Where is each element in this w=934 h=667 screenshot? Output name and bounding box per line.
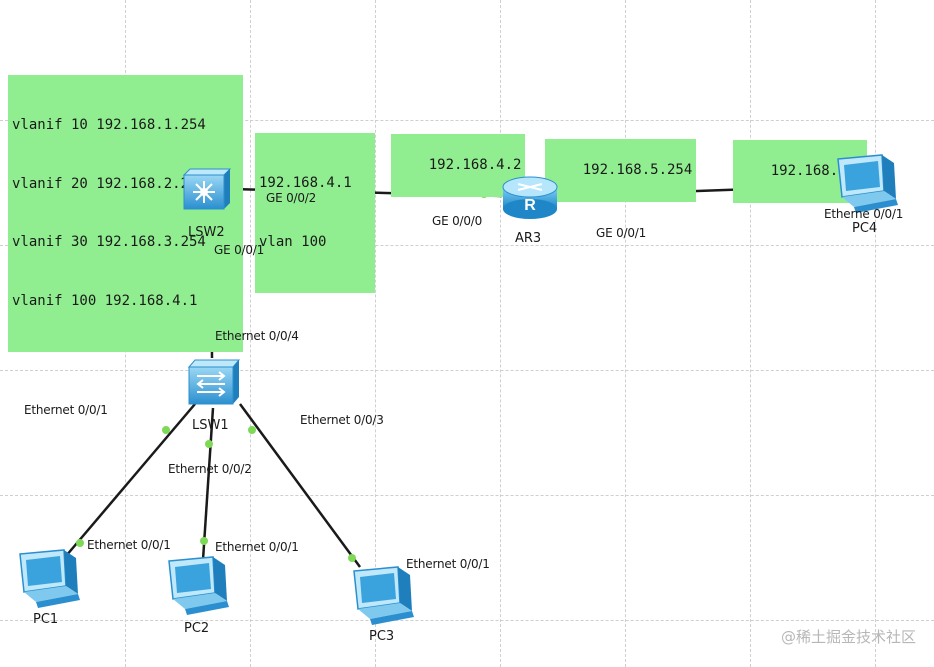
grid-line	[0, 245, 934, 246]
grid-line	[0, 120, 934, 121]
port-label-lsw2-ge002: GE 0/0/2	[266, 191, 317, 205]
layer3-switch-icon	[182, 168, 232, 210]
port-indicator	[76, 539, 84, 547]
lsw2-uplink-note: 192.168.4.1 vlan 100	[255, 133, 375, 293]
lsw1-label: LSW1	[192, 418, 229, 433]
port-indicator	[248, 426, 256, 434]
vlanif-line: vlanif 10 192.168.1.254	[12, 117, 206, 133]
pc-icon	[837, 154, 898, 213]
port-indicator	[205, 440, 213, 448]
ar3-label: AR3	[515, 231, 542, 246]
link-lsw1-pc1[interactable]	[65, 403, 196, 557]
port-label-lsw1-eth001: Ethernet 0/0/1	[24, 403, 108, 417]
pc3-label: PC3	[369, 629, 395, 644]
port-label-pc4-eth: Etherne 0/0/1	[824, 207, 904, 221]
vlanif-line: vlanif 100 192.168.4.1	[12, 292, 198, 309]
pc-icon	[353, 566, 414, 625]
port-label-ar3-ge001: GE 0/0/1	[596, 226, 647, 240]
grid-line	[0, 620, 934, 621]
grid-line	[625, 0, 626, 667]
ip-text: 192.168.5.254	[582, 161, 693, 178]
vlanif-line: vlanif 30 192.168.3.254	[12, 234, 206, 250]
pc1-label: PC1	[33, 612, 59, 627]
vlanif-config-note: vlanif 10 192.168.1.254 vlanif 20 192.16…	[8, 75, 243, 352]
svg-text:R: R	[524, 197, 536, 214]
pc-icon	[168, 556, 229, 615]
pc2-device[interactable]	[165, 555, 231, 617]
port-label-pc2-eth: Ethernet 0/0/1	[215, 540, 299, 554]
port-label-pc3-eth: Ethernet 0/0/1	[406, 557, 490, 571]
ar3-ge001-ip-note: 192.168.5.254	[545, 139, 697, 202]
port-label-lsw1-eth004: Ethernet 0/0/4	[215, 329, 299, 343]
port-indicator	[348, 554, 356, 562]
lsw2-label: LSW2	[188, 225, 225, 240]
router-icon: R	[502, 176, 558, 219]
grid-line	[0, 495, 934, 496]
pc1-device[interactable]	[16, 548, 82, 610]
pc4-label: PC4	[852, 221, 878, 236]
grid-line	[500, 0, 501, 667]
vlanif-line: vlanif 20 192.168.2.254	[12, 175, 206, 192]
ip-text: 192.168.4.2	[428, 156, 522, 173]
layer2-switch-icon	[187, 359, 241, 405]
link-lsw1-pc2[interactable]	[201, 407, 215, 561]
link-lsw1-pc3[interactable]	[238, 403, 362, 568]
pc3-device[interactable]	[350, 565, 416, 627]
port-indicator	[162, 426, 170, 434]
lsw2-device[interactable]	[180, 165, 232, 213]
port-label-lsw1-eth002: Ethernet 0/0/2	[168, 462, 252, 476]
port-label-pc1-eth: Ethernet 0/0/1	[87, 538, 171, 552]
port-label-lsw2-ge001: GE 0/0/1	[214, 243, 265, 257]
pc4-device[interactable]	[834, 153, 900, 215]
ip-line: 192.168.4.1	[259, 175, 352, 191]
grid-line	[875, 0, 876, 667]
pc-icon	[19, 549, 80, 608]
pc2-label: PC2	[184, 621, 210, 636]
grid-line	[0, 370, 934, 371]
grid-line	[250, 0, 251, 667]
ar3-device[interactable]: R	[500, 173, 560, 221]
grid-line	[750, 0, 751, 667]
port-label-ar3-ge000: GE 0/0/0	[432, 214, 483, 228]
vlan-line: vlan 100	[259, 233, 327, 250]
watermark: @稀土掘金技术社区	[780, 628, 916, 646]
port-label-lsw1-eth003: Ethernet 0/0/3	[300, 413, 384, 427]
grid-line	[375, 0, 376, 667]
lsw1-device[interactable]	[185, 357, 241, 407]
port-indicator	[200, 537, 208, 545]
